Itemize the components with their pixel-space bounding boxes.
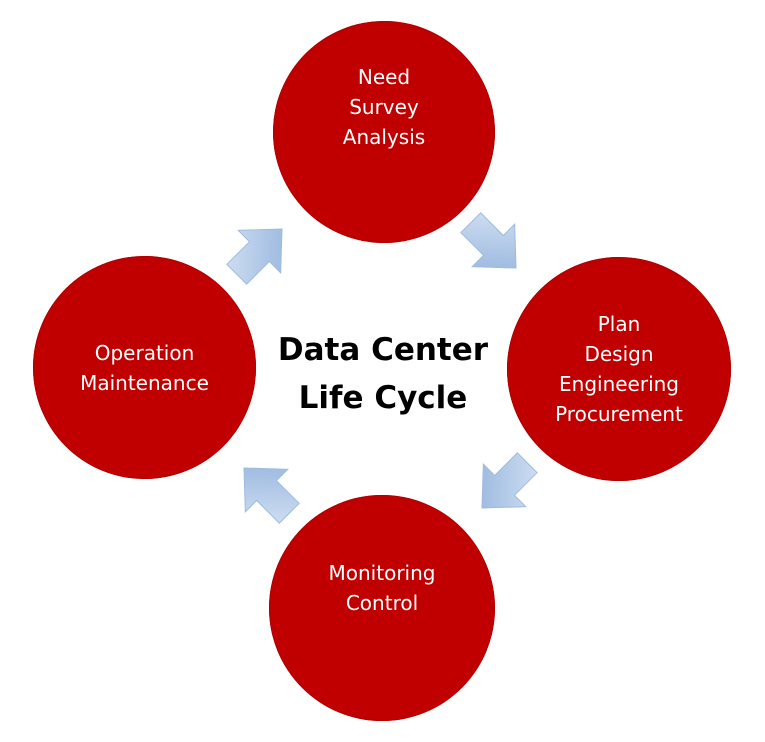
diagram-title: Data Center Life Cycle xyxy=(260,326,506,422)
node-bottom-line-1: Monitoring xyxy=(328,561,436,585)
node-right-line-4: Procurement xyxy=(555,402,683,426)
node-right-line-1: Plan xyxy=(597,312,641,336)
node-top-line-2: Survey xyxy=(349,95,419,119)
arrow-up-left-icon xyxy=(243,467,300,524)
node-plan-design-engineering-procurement: Plan Design Engineering Procurement xyxy=(507,257,731,481)
arrow-down-right-icon xyxy=(460,212,517,269)
arrow-down-left-icon xyxy=(481,452,538,509)
arrow-up-right-icon xyxy=(226,228,283,285)
node-top-line-1: Need xyxy=(357,65,411,89)
node-top-line-3: Analysis xyxy=(342,125,426,149)
diagram-title-line-1: Data Center xyxy=(277,332,489,368)
node-operation-maintenance: Operation Maintenance xyxy=(33,256,256,479)
node-bottom-line-2: Control xyxy=(345,591,419,615)
node-need-survey-analysis: Need Survey Analysis xyxy=(273,21,495,243)
diagram-title-line-2: Life Cycle xyxy=(298,380,468,416)
node-left-line-1: Operation xyxy=(94,340,195,365)
node-right-line-2: Design xyxy=(584,342,654,366)
node-left-line-2: Maintenance xyxy=(80,370,209,395)
node-monitoring-control: Monitoring Control xyxy=(269,495,495,721)
node-right-line-3: Engineering xyxy=(559,372,679,396)
